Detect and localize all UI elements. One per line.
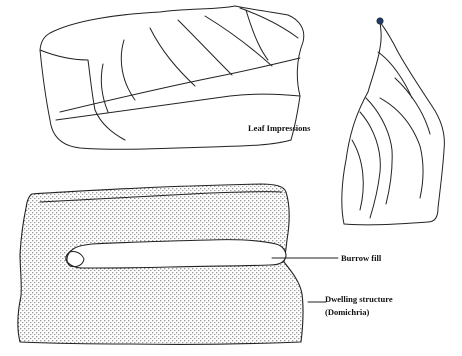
leaf-impressions-label: Leaf Impressions	[248, 123, 311, 133]
fragment-vein-4	[352, 140, 363, 210]
fragment-vein-5	[380, 98, 423, 198]
dwelling-structure-label: Dwelling structure	[325, 294, 393, 304]
leaf-midrib	[60, 58, 300, 112]
burrow-fill-label: Burrow fill	[341, 253, 382, 263]
burrow-tube	[66, 240, 286, 268]
leaf-vein-1	[101, 64, 108, 112]
slab-inner-edge	[40, 50, 125, 140]
leaf-vein-6	[240, 8, 298, 38]
fragment-vein-6	[395, 78, 430, 134]
burrow-block	[18, 184, 303, 344]
leaf-vein-3	[150, 28, 195, 86]
fragment-vein-3	[360, 112, 380, 218]
leaf-vein-2	[121, 40, 135, 100]
fragment-outline	[342, 22, 445, 225]
dwelling-structure-sublabel: (Domichria)	[325, 307, 370, 317]
leaf-impression-fragment	[342, 18, 445, 225]
fragment-tip-mark	[377, 18, 383, 24]
